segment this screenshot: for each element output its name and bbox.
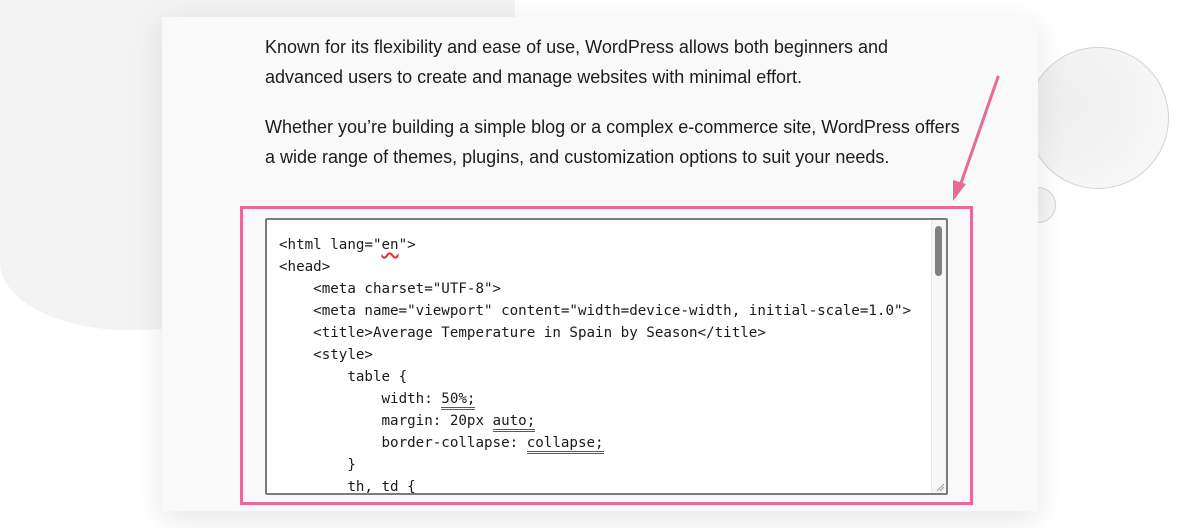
code-content[interactable]: <html lang="en"> <head> <meta charset="UT… <box>279 234 911 495</box>
grammar-suggestion: 50%; <box>441 391 476 410</box>
paragraph-themes: Whether you’re building a simple blog or… <box>265 117 960 167</box>
decorative-circle-large <box>1027 47 1169 189</box>
code-text: margin: 20px <box>381 413 493 429</box>
code-line: <meta charset="UTF-8"> <box>279 278 911 300</box>
code-line: th, td { <box>279 476 911 495</box>
grammar-suggestion: auto; <box>492 413 536 432</box>
code-line: <meta name="viewport" content="width=dev… <box>279 300 911 322</box>
code-line: <style> <box>279 344 911 366</box>
code-text: <head> <box>279 259 331 275</box>
code-text: table { <box>347 369 408 385</box>
code-line: table { <box>279 366 911 388</box>
scroll-thumb[interactable] <box>935 226 942 276</box>
code-text: <html lang=" <box>279 237 382 253</box>
code-line: border-collapse: collapse; <box>279 432 911 454</box>
resize-handle-icon[interactable] <box>935 482 945 492</box>
code-text: <style> <box>313 347 373 363</box>
code-text: width: <box>381 391 442 407</box>
code-text: <meta charset="UTF-8"> <box>313 281 502 297</box>
code-line: <head> <box>279 256 911 278</box>
grammar-suggestion: collapse; <box>526 435 604 454</box>
code-text: th, td { <box>347 479 416 495</box>
code-line: <title>Average Temperature in Spain by S… <box>279 322 911 344</box>
code-line: width: 50%; <box>279 388 911 410</box>
highlight-box <box>240 206 973 505</box>
code-text: border-collapse: <box>381 435 527 451</box>
spelling-error: en <box>381 237 399 253</box>
code-text: <title>Average Temperature in Spain by S… <box>313 325 766 341</box>
code-text: } <box>347 457 356 473</box>
paragraph-intro: Known for its flexibility and ease of us… <box>265 37 889 87</box>
code-text: "> <box>398 237 416 253</box>
code-textarea[interactable]: <html lang="en"> <head> <meta charset="UT… <box>265 218 948 495</box>
code-line: } <box>279 454 911 476</box>
code-line: <html lang="en"> <box>279 234 911 256</box>
scrollbar[interactable] <box>931 220 946 493</box>
code-text: <meta name="viewport" content="width=dev… <box>313 303 912 319</box>
code-line: margin: 20px auto; <box>279 410 911 432</box>
